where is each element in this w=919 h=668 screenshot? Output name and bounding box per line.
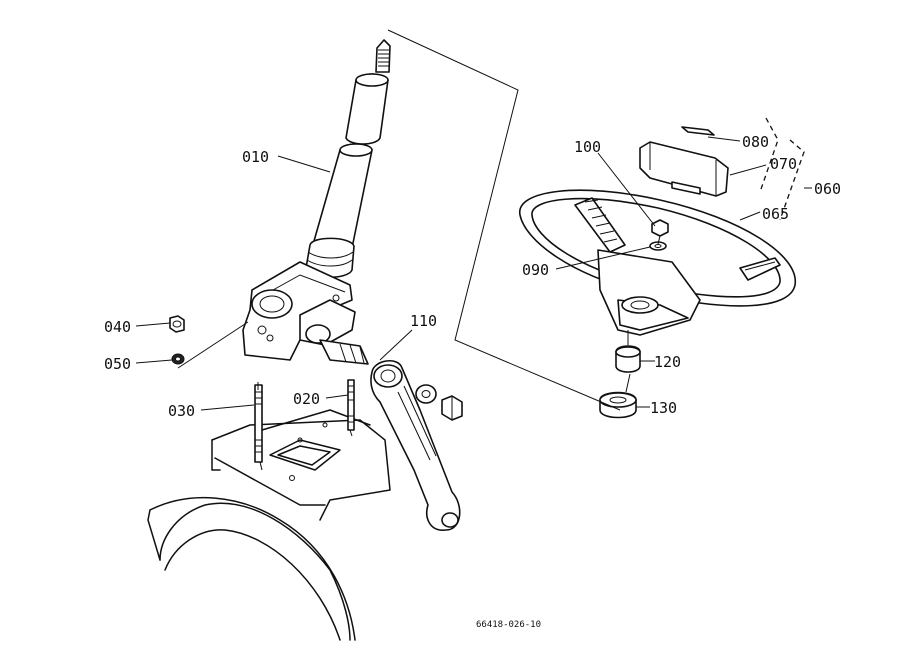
label-110: 110: [410, 312, 437, 330]
label-030: 030: [168, 402, 195, 420]
label-010: 010: [242, 148, 269, 166]
label-070: 070: [770, 155, 797, 173]
pitman-nut: [441, 395, 463, 421]
label-060: 060: [814, 180, 841, 198]
label-080: 080: [742, 133, 769, 151]
label-065: 065: [762, 205, 789, 223]
bushing-130: [599, 391, 637, 419]
label-100: 100: [574, 138, 601, 156]
drawing-code: 66418-026-10: [476, 620, 541, 630]
label-120: 120: [654, 353, 681, 371]
steering-wheel: [519, 189, 796, 336]
emblem-plate: [681, 126, 715, 136]
label-090: 090: [522, 261, 549, 279]
gearbox-housing: [242, 261, 369, 365]
washer-050: [171, 353, 185, 365]
label-040: 040: [104, 318, 131, 336]
pitman-washer: [415, 384, 437, 404]
label-020: 020: [293, 390, 320, 408]
nut-040: [169, 315, 185, 333]
assembly-lines: [177, 29, 661, 471]
nut-100: [651, 219, 669, 237]
label-130: 130: [650, 399, 677, 417]
group-bracket: [759, 117, 805, 221]
steering-column: [305, 39, 391, 279]
horn-cap: [639, 141, 729, 197]
stud-020: [347, 379, 355, 431]
pitman-arm: [370, 360, 461, 531]
label-050: 050: [104, 355, 131, 373]
bushing-120: [615, 345, 641, 373]
leader-lines: [135, 136, 812, 411]
stud-030: [254, 384, 263, 463]
tractor-frame: [147, 409, 391, 641]
